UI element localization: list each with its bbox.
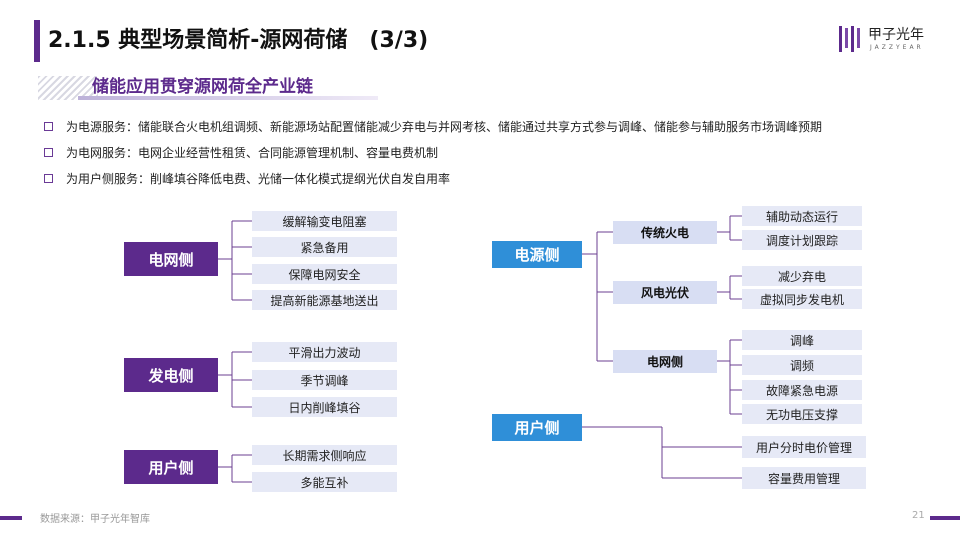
- bullet-item: 为电网服务：电网企业经营性租赁、合同能源管理机制、容量电费机制: [44, 142, 822, 164]
- node-thermal-power: 传统火电: [613, 221, 717, 244]
- node-grid-item: 保障电网安全: [252, 264, 397, 284]
- page-number: 21: [912, 510, 925, 521]
- title-accent-bar: [34, 20, 40, 62]
- node-wind-solar-item: 虚拟同步发电机: [742, 289, 862, 309]
- node-user-item: 多能互补: [252, 472, 397, 492]
- section-subtitle: 储能应用贯穿源网荷全产业链: [92, 77, 313, 97]
- logo-subtext: JAZZYEAR: [870, 44, 924, 51]
- page-title: 2.1.5 典型场景简析-源网荷储 (3/3): [48, 28, 429, 53]
- node-grid-sub-item: 调峰: [742, 330, 862, 350]
- subtitle-underline: [78, 96, 378, 100]
- node-user-right-item: 用户分时电价管理: [742, 436, 866, 458]
- section-subtitle-block: 储能应用贯穿源网荷全产业链: [38, 70, 378, 102]
- bullet-text: 为电源服务：储能联合火电机组调频、新能源场站配置储能减少弃电与并网考核、储能通过…: [66, 120, 823, 134]
- node-wind-solar-item: 减少弃电: [742, 266, 862, 286]
- bullet-item: 为电源服务：储能联合火电机组调频、新能源场站配置储能减少弃电与并网考核、储能通过…: [44, 116, 822, 138]
- node-grid-sub-item: 调频: [742, 355, 862, 375]
- node-wind-solar: 风电光伏: [613, 281, 717, 304]
- node-user-side-left: 用户侧: [124, 450, 218, 484]
- bullet-list: 为电源服务：储能联合火电机组调频、新能源场站配置储能减少弃电与并网考核、储能通过…: [44, 116, 822, 194]
- footer-accent-left: [0, 516, 22, 520]
- bullet-text: 为用户侧服务：削峰填谷降低电费、光储一体化模式提纲光伏自发自用率: [66, 172, 451, 186]
- node-user-item: 长期需求侧响应: [252, 445, 397, 465]
- node-generation-item: 日内削峰填谷: [252, 397, 397, 417]
- square-bullet-icon: [44, 122, 53, 131]
- footer-accent-right: [930, 516, 960, 520]
- node-generation-item: 季节调峰: [252, 370, 397, 390]
- node-grid-side: 电网侧: [124, 242, 218, 276]
- brand-logo: 甲子光年 JAZZYEAR: [838, 20, 948, 60]
- node-grid-sub: 电网侧: [613, 350, 717, 373]
- square-bullet-icon: [44, 148, 53, 157]
- node-grid-item: 缓解输变电阻塞: [252, 211, 397, 231]
- node-grid-sub-item: 无功电压支撑: [742, 404, 862, 424]
- logo-text: 甲子光年: [868, 27, 924, 43]
- bullet-item: 为用户侧服务：削峰填谷降低电费、光储一体化模式提纲光伏自发自用率: [44, 168, 822, 190]
- node-power-source-side: 电源侧: [492, 241, 582, 268]
- node-grid-sub-item: 故障紧急电源: [742, 380, 862, 400]
- footer-source: 数据来源：甲子光年智库: [40, 514, 150, 525]
- node-grid-item: 紧急备用: [252, 237, 397, 257]
- square-bullet-icon: [44, 174, 53, 183]
- node-generation-item: 平滑出力波动: [252, 342, 397, 362]
- bullet-text: 为电网服务：电网企业经营性租赁、合同能源管理机制、容量电费机制: [66, 146, 439, 160]
- node-generation-side: 发电侧: [124, 358, 218, 392]
- node-thermal-item: 调度计划跟踪: [742, 230, 862, 250]
- node-grid-item: 提高新能源基地送出: [252, 290, 397, 310]
- node-thermal-item: 辅助动态运行: [742, 206, 862, 226]
- node-user-right-item: 容量费用管理: [742, 467, 866, 489]
- logo-mark-icon: [839, 26, 860, 52]
- node-user-side-right: 用户侧: [492, 414, 582, 441]
